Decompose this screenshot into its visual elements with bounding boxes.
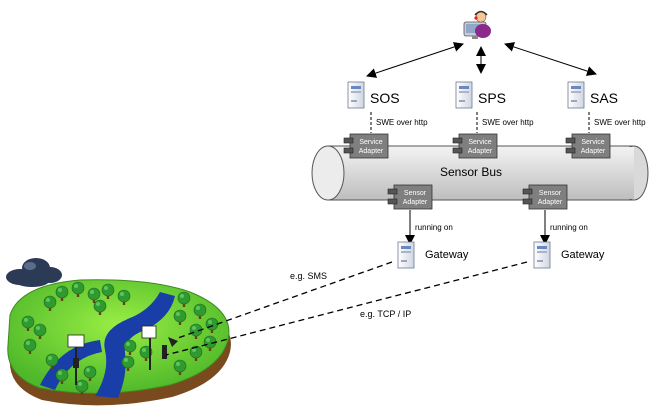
swe-links: SWE over http SWE over http SWE over htt… xyxy=(370,112,646,133)
adapter-label: Service xyxy=(581,139,604,146)
tree-icon xyxy=(55,285,69,301)
running-on-label-2: running on xyxy=(550,223,588,232)
tcp-link xyxy=(165,261,528,356)
tree-icon xyxy=(173,359,187,375)
adapter-label: Adapter xyxy=(359,148,384,155)
tree-icon xyxy=(21,315,35,331)
service-name-sas: SAS xyxy=(590,90,618,106)
server-icon xyxy=(397,241,415,269)
running-on-links: running on running on xyxy=(405,210,588,245)
tree-icon xyxy=(123,339,137,355)
tree-icon xyxy=(117,289,131,305)
gateway-label: Gateway xyxy=(425,249,469,261)
adapter-label: Adapter xyxy=(468,148,493,155)
tree-icon xyxy=(121,355,135,371)
communication-links: e.g. SMS e.g. TCP / IP xyxy=(165,261,528,356)
server-icon xyxy=(455,81,473,109)
tree-icon xyxy=(173,309,187,325)
server-sos: SOS xyxy=(347,81,400,109)
tree-icon xyxy=(93,299,107,315)
tree-icon xyxy=(189,345,203,361)
server-icon xyxy=(567,81,585,109)
adapter-label: Service xyxy=(468,139,491,146)
sensor-station-2 xyxy=(141,325,178,370)
user-icon xyxy=(463,10,491,39)
adapter-label: Sensor xyxy=(539,190,562,197)
adapter-label: Adapter xyxy=(538,199,563,206)
arrow-user-sas xyxy=(504,42,597,76)
cloud-icon xyxy=(6,258,62,287)
river xyxy=(95,292,175,398)
sensor-bus: Sensor Bus xyxy=(311,145,649,201)
bus-label: Sensor Bus xyxy=(440,165,502,179)
server-icon xyxy=(533,241,551,269)
adapter-label: Service xyxy=(359,139,382,146)
tree-icon xyxy=(23,338,37,354)
swe-label-sos: SWE over http xyxy=(376,118,428,127)
adapter-label: Adapter xyxy=(581,148,606,155)
sms-label: e.g. SMS xyxy=(290,271,327,281)
tree-icon xyxy=(177,291,191,307)
tree-icon xyxy=(75,379,89,395)
arrow-user-sos xyxy=(366,42,464,78)
tree-icon xyxy=(193,303,207,319)
gateway-1: Gateway xyxy=(397,241,469,269)
adapter-label: Sensor xyxy=(404,190,427,197)
running-on-label-1: running on xyxy=(415,223,453,232)
tcp-label: e.g. TCP / IP xyxy=(360,309,411,319)
tree-icon xyxy=(87,287,101,303)
tree-icon xyxy=(83,365,97,381)
gateway-label: Gateway xyxy=(561,249,605,261)
server-icon xyxy=(347,81,365,109)
adapter-label: Adapter xyxy=(403,199,428,206)
tree-icon xyxy=(55,368,69,384)
swe-label-sps: SWE over http xyxy=(482,118,534,127)
server-sps: SPS xyxy=(455,81,506,109)
tree-icon xyxy=(33,323,47,339)
swe-label-sas: SWE over http xyxy=(594,118,646,127)
field-island xyxy=(7,279,231,406)
user-connections xyxy=(366,42,597,78)
service-name-sos: SOS xyxy=(370,90,400,106)
tree-icon xyxy=(101,283,115,299)
tree-icon xyxy=(45,353,59,369)
tree-icon xyxy=(71,281,85,297)
gateway-2: Gateway xyxy=(533,241,605,269)
sms-link xyxy=(177,261,393,339)
sensor-station-1 xyxy=(67,334,85,385)
service-name-sps: SPS xyxy=(478,90,506,106)
tree-icon xyxy=(43,295,57,311)
server-sas: SAS xyxy=(567,81,618,109)
